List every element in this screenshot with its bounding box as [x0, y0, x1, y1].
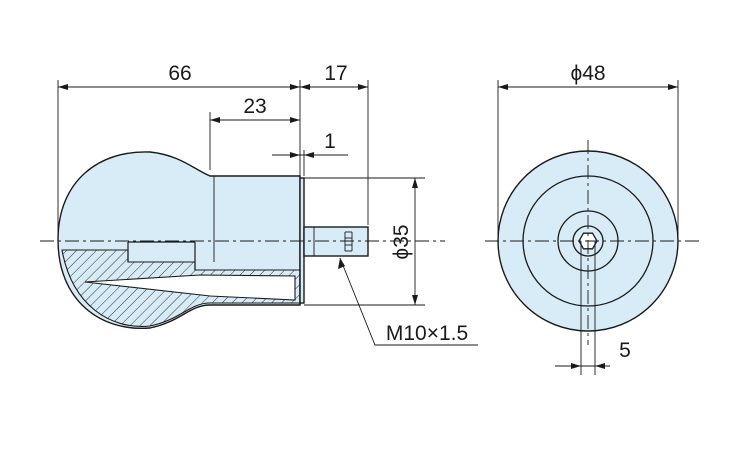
dim-neck-length: 23 — [243, 95, 266, 118]
thread-spec-label: M10×1.5 — [386, 322, 468, 345]
dim-ball-diameter: ϕ48 — [570, 62, 605, 85]
internal-bore — [84, 274, 296, 301]
dim-neck-diameter: ϕ35 — [390, 224, 413, 259]
dim-shoulder-gap: 1 — [324, 130, 336, 153]
dim-thread-length: 17 — [324, 62, 347, 85]
dim-overall-length: 66 — [168, 62, 191, 85]
end-view: ϕ48 5 — [485, 62, 700, 375]
side-view: 66 17 23 1 ϕ35 M10×1.5 — [40, 62, 478, 346]
dim-hex-socket: 5 — [619, 339, 631, 362]
threaded-stud — [303, 226, 369, 257]
